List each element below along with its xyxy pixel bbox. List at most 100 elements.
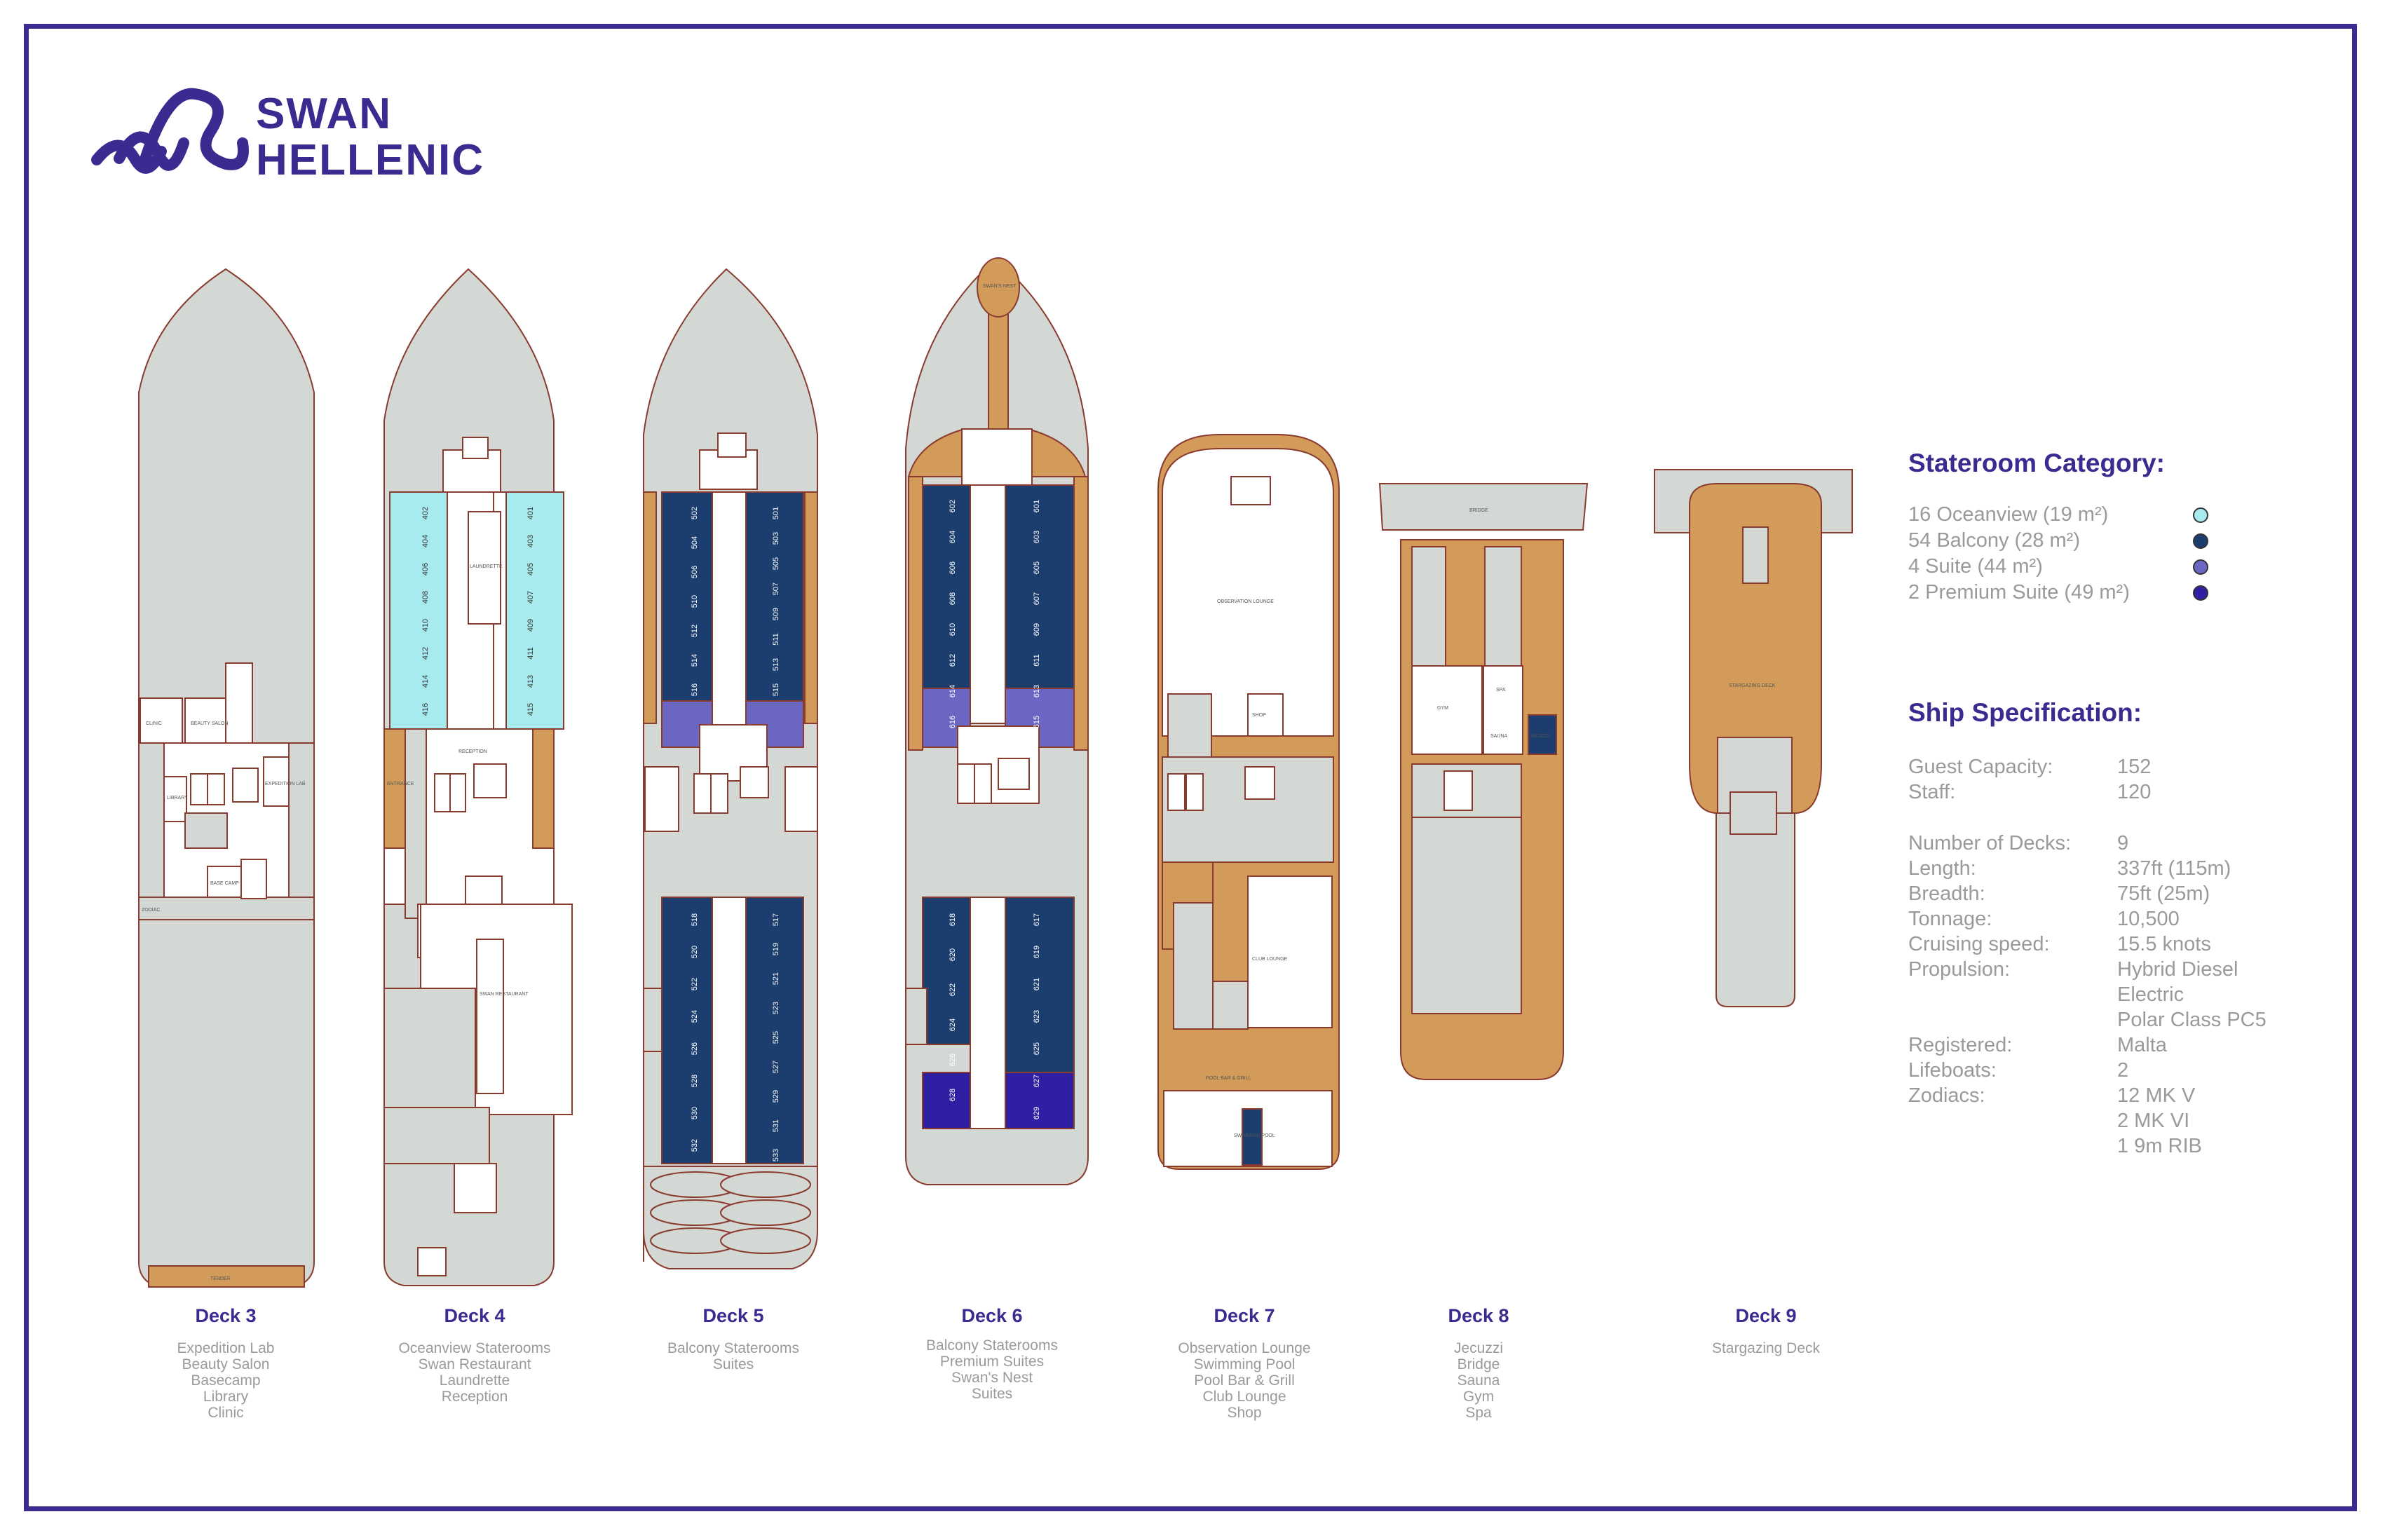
cabin-number: 602 xyxy=(949,500,957,512)
deck-4-plan xyxy=(383,268,573,1286)
category-label: 16 Oceanview (19 m²) xyxy=(1908,503,2109,526)
label-clinic: CLINIC xyxy=(146,721,162,726)
cabin-number: 501 xyxy=(772,507,780,519)
cabin-number: 619 xyxy=(1033,946,1041,958)
deck-8-plan xyxy=(1378,483,1589,1080)
cabin-number: 514 xyxy=(691,654,699,667)
deck-6-features: Balcony Staterooms Premium Suites Swan's… xyxy=(866,1337,1118,1402)
cabin-number: 625 xyxy=(1033,1042,1041,1055)
cabin-number: 621 xyxy=(1033,978,1041,990)
deck-4-features: Oceanview Staterooms Swan Restaurant Lau… xyxy=(348,1340,601,1405)
category-label: 54 Balcony (28 m²) xyxy=(1908,529,2080,552)
stateroom-category-title: Stateroom Category: xyxy=(1908,449,2165,477)
category-swatch xyxy=(2193,533,2208,549)
deck-feature: Balcony Staterooms xyxy=(926,1337,1058,1354)
spec-value: 2 xyxy=(2117,1059,2129,1082)
spec-key: Guest Capacity: xyxy=(1908,756,2053,778)
spec-value: 337ft (115m) xyxy=(2117,857,2231,880)
cabin-number: 521 xyxy=(772,972,780,985)
ship-specification-title: Ship Specification: xyxy=(1908,698,2142,727)
category-label: 4 Suite (44 m²) xyxy=(1908,555,2043,578)
spec-value: 152 xyxy=(2117,756,2152,778)
cabin-number: 523 xyxy=(772,1002,780,1014)
deck-5-features: Balcony Staterooms Suites xyxy=(607,1340,859,1372)
deck-feature: Stargazing Deck xyxy=(1711,1340,1821,1356)
cabin-number: 618 xyxy=(949,913,957,926)
deck-label-5: Deck 5 xyxy=(702,1305,764,1326)
deck-feature: Premium Suites xyxy=(939,1354,1045,1370)
deck-label-8: Deck 8 xyxy=(1448,1305,1509,1326)
cabin-number: 510 xyxy=(691,595,699,608)
page-frame xyxy=(24,24,2357,1511)
spec-value: Electric xyxy=(2117,983,2184,1006)
cabin-number: 512 xyxy=(691,625,699,637)
ship-specification-section: Ship Specification: xyxy=(1908,698,2142,728)
cabin-number: 407 xyxy=(526,591,535,604)
cabin-number: 522 xyxy=(691,978,699,990)
brand-line1: SWAN xyxy=(256,90,392,138)
cabin-number: 409 xyxy=(526,619,535,632)
spec-row: Tonnage: 10,500 xyxy=(1908,906,2267,932)
spec-value: 12 MK V xyxy=(2117,1084,2196,1107)
spec-value: 9 xyxy=(2117,832,2129,854)
category-swatch xyxy=(2193,559,2208,575)
label-spa: SPA xyxy=(1496,688,1506,693)
spec-key: Propulsion: xyxy=(1908,958,2011,981)
cabin-number: 519 xyxy=(772,943,780,955)
deck-feature: Jecuzzi xyxy=(1453,1340,1504,1356)
cabin-number: 524 xyxy=(691,1010,699,1023)
cabin-number: 503 xyxy=(772,532,780,545)
cabin-number: 505 xyxy=(772,557,780,570)
cabin-number: 408 xyxy=(421,591,430,604)
cabin-number: 626 xyxy=(949,1054,957,1066)
deck-feature: Swan Restaurant xyxy=(418,1356,531,1372)
cabin-number: 525 xyxy=(772,1031,780,1044)
cabin-number: 527 xyxy=(772,1061,780,1073)
deck-feature: Expedition Lab xyxy=(177,1340,275,1356)
cabin-number: 405 xyxy=(526,563,535,575)
cabin-number: 614 xyxy=(949,685,957,697)
cabin-number: 620 xyxy=(949,948,957,961)
deck-7-plan xyxy=(1157,434,1340,1170)
deck-feature: Swimming Pool xyxy=(1193,1356,1296,1372)
cabin-number: 403 xyxy=(526,535,535,547)
spec-row: Registered:Malta xyxy=(1908,1033,2267,1058)
deck-label-4: Deck 4 xyxy=(444,1305,505,1326)
spec-row: Cruising speed:15.5 knots xyxy=(1908,932,2267,957)
label-reception: RECEPTION xyxy=(458,749,487,754)
cabin-number: 627 xyxy=(1033,1075,1041,1087)
cabin-number: 607 xyxy=(1033,592,1041,605)
deck-label-7: Deck 7 xyxy=(1214,1305,1275,1326)
spec-value: 10,500 xyxy=(2117,908,2180,930)
deck-feature: Basecamp xyxy=(191,1372,261,1389)
deck-8-features: Jecuzzi Bridge Sauna Gym Spa xyxy=(1352,1340,1605,1421)
spec-key: Tonnage: xyxy=(1908,908,1992,930)
spec-key: Breadth: xyxy=(1908,883,1985,905)
deck-feature: Club Lounge xyxy=(1202,1389,1286,1405)
cabin-number: 609 xyxy=(1033,623,1041,636)
label-bridge: BRIDGE xyxy=(1469,508,1488,513)
cabin-number: 623 xyxy=(1033,1010,1041,1023)
cabin-number: 613 xyxy=(1033,685,1041,697)
spec-value: 120 xyxy=(2117,781,2152,803)
cabin-number: 616 xyxy=(949,716,957,728)
deck-9-plan xyxy=(1654,469,1853,1007)
spec-value: Polar Class PC5 xyxy=(2117,1009,2267,1031)
deck-feature: Balcony Staterooms xyxy=(667,1340,799,1356)
deck-feature: Beauty Salon xyxy=(182,1356,270,1372)
label-swans-nest: SWAN'S NEST xyxy=(983,284,1017,289)
cabin-number: 528 xyxy=(691,1075,699,1087)
cabin-number: 624 xyxy=(949,1018,957,1031)
spec-key: Cruising speed: xyxy=(1908,933,2050,955)
cabin-number: 406 xyxy=(421,563,430,575)
cabin-number: 530 xyxy=(691,1107,699,1119)
cabin-number: 617 xyxy=(1033,913,1041,926)
label-club-lounge: CLUB LOUNGE xyxy=(1252,957,1288,962)
cabin-number: 404 xyxy=(421,535,430,547)
deck-feature: Oceanview Staterooms xyxy=(398,1340,551,1356)
spec-value: 1 9m RIB xyxy=(2117,1135,2202,1157)
cabin-number: 533 xyxy=(772,1149,780,1161)
